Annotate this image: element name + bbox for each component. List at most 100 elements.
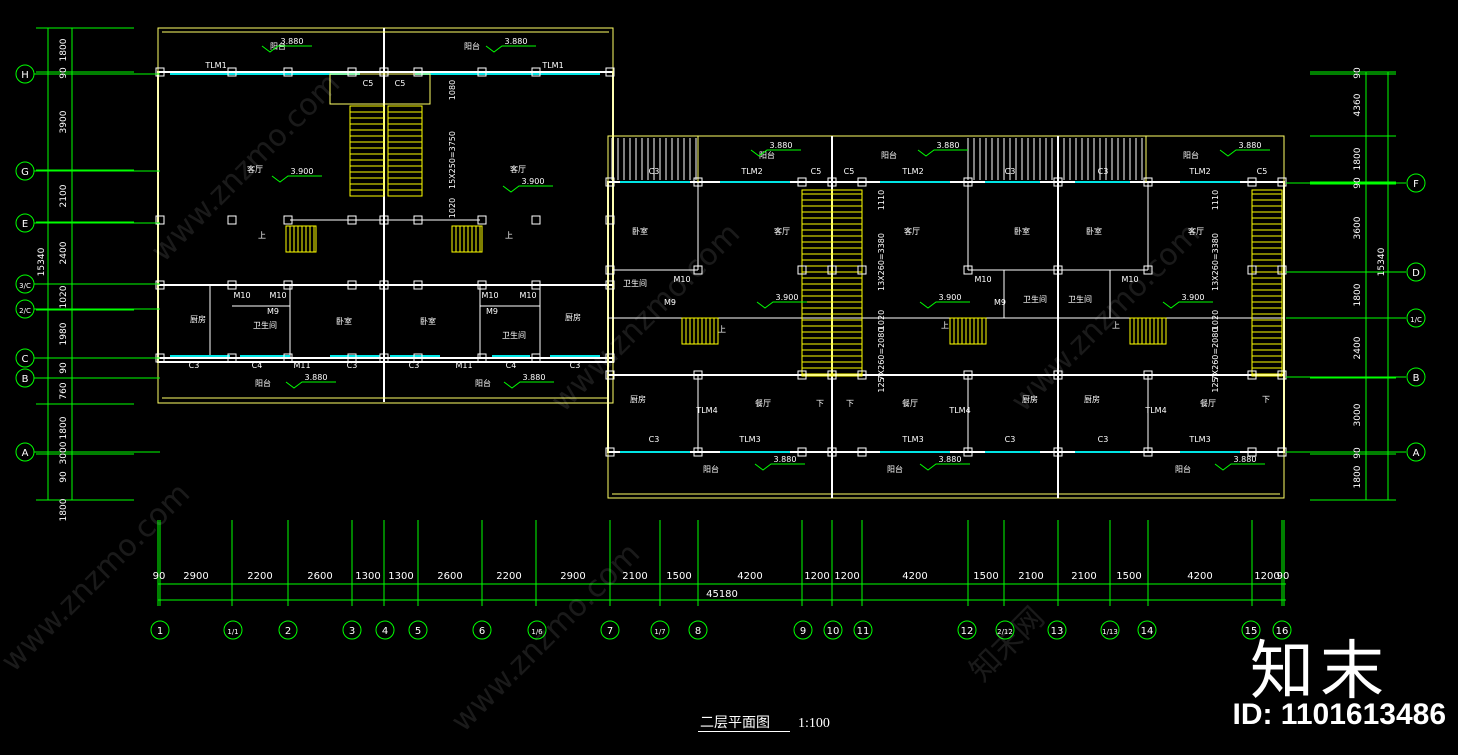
column: [827, 265, 837, 275]
grid-bubble-bottom: [223, 620, 243, 640]
room-label: TLM4: [1144, 406, 1166, 415]
column: [227, 280, 237, 290]
grid-label-left: C: [22, 354, 29, 365]
dim-bottom-label: 90: [153, 571, 166, 582]
level-mark: [285, 381, 336, 389]
room-label: 阳台: [703, 464, 719, 474]
grid-bubble-bottom: [342, 620, 362, 640]
grid-label-bottom: 12: [961, 626, 974, 637]
column: [605, 67, 615, 77]
room-label: 1020: [877, 310, 886, 330]
column: [379, 215, 389, 225]
column: [227, 67, 237, 77]
room-label: 卧室: [1086, 226, 1102, 236]
grid-label-bottom: 9: [800, 626, 806, 637]
grid-label-left: 3/C: [19, 282, 31, 290]
dim-bottom-label: 1200: [804, 571, 829, 582]
dim-bottom-label: 2600: [307, 571, 332, 582]
column: [531, 67, 541, 77]
room-label: 3.880: [523, 373, 546, 382]
room-label: C3: [1005, 167, 1016, 176]
column: [1247, 265, 1257, 275]
room-label: C4: [506, 361, 517, 370]
grid-label-left: A: [22, 448, 29, 459]
room-label: 15X250=3750: [448, 131, 457, 189]
room-label: 阳台: [887, 464, 903, 474]
column: [857, 370, 867, 380]
room-label: M10: [1121, 275, 1138, 284]
dimension-lines: [15, 27, 1426, 640]
column: [477, 67, 487, 77]
column: [693, 177, 703, 187]
grid-bubble-bottom: [150, 620, 170, 640]
dim-bottom-label: 2900: [183, 571, 208, 582]
dim-right-label: 1800: [1353, 465, 1363, 488]
room-label: 下: [1262, 395, 1270, 404]
room-label: 3.880: [505, 37, 528, 46]
column: [477, 280, 487, 290]
room-label: 卧室: [1014, 226, 1030, 236]
dim-left-label: 760: [59, 382, 69, 399]
dim-left-total-label: 15340: [37, 247, 47, 276]
grid-label-left: G: [21, 167, 29, 178]
dim-right-label: 3600: [1353, 216, 1363, 239]
room-label: 阳台: [759, 150, 775, 160]
grid-bubble-bottom: [600, 620, 620, 640]
dim-right-label: 1800: [1353, 283, 1363, 306]
room-label: 3.900: [776, 293, 799, 302]
grid-label-bottom: 1/13: [1102, 628, 1118, 636]
column: [797, 370, 807, 380]
left-stair-2: [387, 105, 423, 197]
room-label: 厨房: [630, 394, 646, 404]
dim-right-label: 1800: [1353, 147, 1363, 170]
column: [1143, 265, 1153, 275]
column: [1247, 177, 1257, 187]
dim-bottom-label: 1300: [388, 571, 413, 582]
column: [827, 177, 837, 187]
room-label: 厨房: [1022, 394, 1038, 404]
column: [963, 370, 973, 380]
drawing-title-text: 二层平面图: [700, 715, 770, 731]
grid-bubble-bottom: [472, 620, 492, 640]
grid-label-left: 2/C: [19, 307, 31, 315]
id-label: ID: 1101613486: [1232, 698, 1446, 731]
column: [605, 265, 615, 275]
room-label: M10: [673, 275, 690, 284]
dim-right-label: 90: [1353, 67, 1363, 79]
room-label: 客厅: [774, 226, 790, 236]
column: [347, 215, 357, 225]
level-mark: [271, 175, 322, 183]
dim-bottom-label: 4200: [902, 571, 927, 582]
room-label: 3.900: [1182, 293, 1205, 302]
dim-bottom-total: 45180: [706, 589, 738, 600]
room-label: 阳台: [1183, 150, 1199, 160]
column: [1277, 265, 1287, 275]
column: [531, 353, 541, 363]
room-label: 卧室: [420, 316, 436, 326]
dim-right-label: 4360: [1353, 93, 1363, 116]
room-label: TLM2: [901, 167, 923, 176]
room-label: 客厅: [510, 164, 526, 174]
grid-bubble-bottom: [1272, 620, 1292, 640]
column: [227, 353, 237, 363]
dim-bottom-label: 1300: [355, 571, 380, 582]
room-label: M11: [455, 361, 472, 370]
room-label: TLM2: [1188, 167, 1210, 176]
level-mark: [1219, 149, 1270, 157]
room-label: M9: [267, 307, 279, 316]
dim-bottom-label: 2600: [437, 571, 462, 582]
room-label: 3.880: [774, 455, 797, 464]
dim-bottom-label: 2100: [622, 571, 647, 582]
room-label: C5: [395, 79, 406, 88]
room-label: C3: [1005, 435, 1016, 444]
room-label: 13X260=3380: [877, 233, 886, 291]
room-label: 13X260=3380: [1211, 233, 1220, 291]
column: [379, 67, 389, 77]
room-label: M9: [486, 307, 498, 316]
room-label: M11: [293, 361, 310, 370]
column: [283, 280, 293, 290]
column: [605, 280, 615, 290]
left-stair-1: [349, 105, 385, 197]
dim-left-label: 2100: [59, 184, 69, 207]
